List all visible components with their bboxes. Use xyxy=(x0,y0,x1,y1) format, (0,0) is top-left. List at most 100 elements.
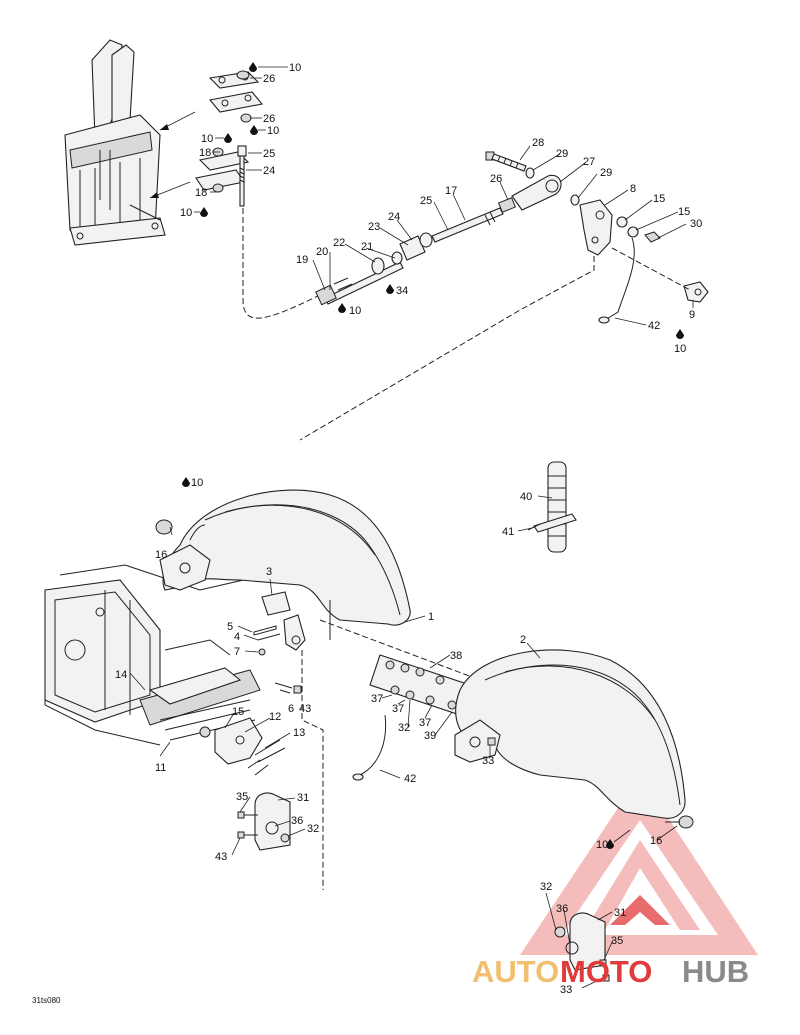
callout-label: 36 xyxy=(556,903,568,915)
callout-label: 32 xyxy=(398,722,410,734)
cover-plate-left xyxy=(237,792,291,851)
plate-stack xyxy=(195,70,264,193)
callout-label: 40 xyxy=(520,491,532,503)
callout-label: 21 xyxy=(361,241,373,253)
callout-label: 10 xyxy=(267,125,279,137)
cover-plate-right xyxy=(554,912,610,982)
hinge-bracket-parts xyxy=(253,591,324,890)
drawing-code: 31ts080 xyxy=(32,996,61,1005)
watermark-inner-mark xyxy=(610,895,670,925)
drop-icon xyxy=(249,62,257,72)
callout-label: 15 xyxy=(653,193,665,205)
callout-label: 36 xyxy=(291,815,303,827)
callout-label: 5 xyxy=(227,621,233,633)
callout-label: 29 xyxy=(556,148,568,160)
callout-label: 29 xyxy=(600,167,612,179)
drop-icon xyxy=(606,839,614,849)
bolt-33 xyxy=(487,737,496,746)
tube-axis-line xyxy=(319,619,481,681)
callout-label: 39 xyxy=(424,730,436,742)
callout-label: 15 xyxy=(232,706,244,718)
callout-label: 10 xyxy=(201,133,213,145)
callout-label: 6 xyxy=(288,703,294,715)
cable-end-assembly xyxy=(315,151,709,324)
callout-label: 25 xyxy=(420,195,432,207)
callout-label: 26 xyxy=(263,113,275,125)
callout-label: 33 xyxy=(482,755,494,767)
cross-tube xyxy=(369,654,471,716)
callout-label: 10 xyxy=(349,305,361,317)
sealant-drop-icons xyxy=(182,62,684,849)
assembly-connector-line xyxy=(299,256,595,441)
callout-label: 42 xyxy=(648,320,660,332)
callout-label: 8 xyxy=(630,183,636,195)
callout-label: 28 xyxy=(532,137,544,149)
bracket-connector-line xyxy=(611,247,691,291)
callout-label: 17 xyxy=(445,185,457,197)
callout-label: 1 xyxy=(428,611,434,623)
ground-wire-lower xyxy=(359,714,387,776)
callout-label: 16 xyxy=(155,549,167,561)
callout-label: 26 xyxy=(263,73,275,85)
mounting-plate xyxy=(199,717,286,776)
drop-icon xyxy=(338,303,346,313)
cable-routing-line xyxy=(242,208,331,319)
shift-rod xyxy=(237,145,247,207)
callout-label: 43 xyxy=(299,703,311,715)
bumper-right xyxy=(665,815,694,829)
arrow-head-top xyxy=(160,124,169,130)
callout-label: 31 xyxy=(297,792,309,804)
callout-label: 16 xyxy=(650,835,662,847)
callout-label: 38 xyxy=(450,650,462,662)
callout-label: 20 xyxy=(316,246,328,258)
arrow-head-bottom xyxy=(150,192,159,198)
callout-label: 33 xyxy=(560,984,572,996)
callout-label: 14 xyxy=(115,669,127,681)
watermark-letter-m xyxy=(585,840,700,930)
callout-label: 23 xyxy=(368,221,380,233)
callout-label: 13 xyxy=(293,727,305,739)
drop-icon xyxy=(250,125,258,135)
callout-label: 11 xyxy=(155,762,166,774)
fender-left xyxy=(155,489,411,640)
callout-label: 10 xyxy=(674,343,686,355)
throttle-control-handle xyxy=(64,39,166,246)
callout-label: 24 xyxy=(388,211,400,223)
callout-label: 35 xyxy=(236,791,248,803)
callout-label: 27 xyxy=(583,156,595,168)
watermark-word-hub: HUB xyxy=(682,954,749,989)
callout-label: 12 xyxy=(269,711,281,723)
callout-label: 24 xyxy=(263,165,275,177)
callout-label: 10 xyxy=(596,839,608,851)
callout-label: 15 xyxy=(678,206,690,218)
watermark-text: AUTO MOTO HUB xyxy=(472,954,749,989)
tie-strap-assembly xyxy=(527,461,577,553)
callout-label: 32 xyxy=(540,881,552,893)
callout-label: 35 xyxy=(611,935,623,947)
callout-label: 10 xyxy=(191,477,203,489)
callout-label: 42 xyxy=(404,773,416,785)
callout-label: 10 xyxy=(289,62,301,74)
watermark-logo xyxy=(520,775,758,955)
drop-icon xyxy=(386,284,394,294)
callout-label: 19 xyxy=(296,254,308,266)
callout-label: 18 xyxy=(195,187,207,199)
callout-label: 34 xyxy=(396,285,408,297)
watermark-word-auto: AUTO xyxy=(472,954,559,989)
watermark-word-moto: MOTO xyxy=(560,954,652,989)
drop-icon xyxy=(676,329,684,339)
callout-label: 7 xyxy=(234,646,240,658)
callout-label: 18 xyxy=(199,147,211,159)
callout-label: 22 xyxy=(333,237,345,249)
callout-label: 25 xyxy=(263,148,275,160)
drop-icon xyxy=(224,133,232,143)
callout-labels: 10 26 26 10 10 18 25 24 18 10 28 29 27 2… xyxy=(115,62,702,996)
callout-label: 41 xyxy=(502,526,514,538)
callout-label: 10 xyxy=(180,207,192,219)
callout-label: 37 xyxy=(392,703,404,715)
frame-section xyxy=(44,559,331,746)
callout-label: 26 xyxy=(490,173,502,185)
callout-label: 3 xyxy=(266,566,272,578)
callout-label: 9 xyxy=(689,309,695,321)
